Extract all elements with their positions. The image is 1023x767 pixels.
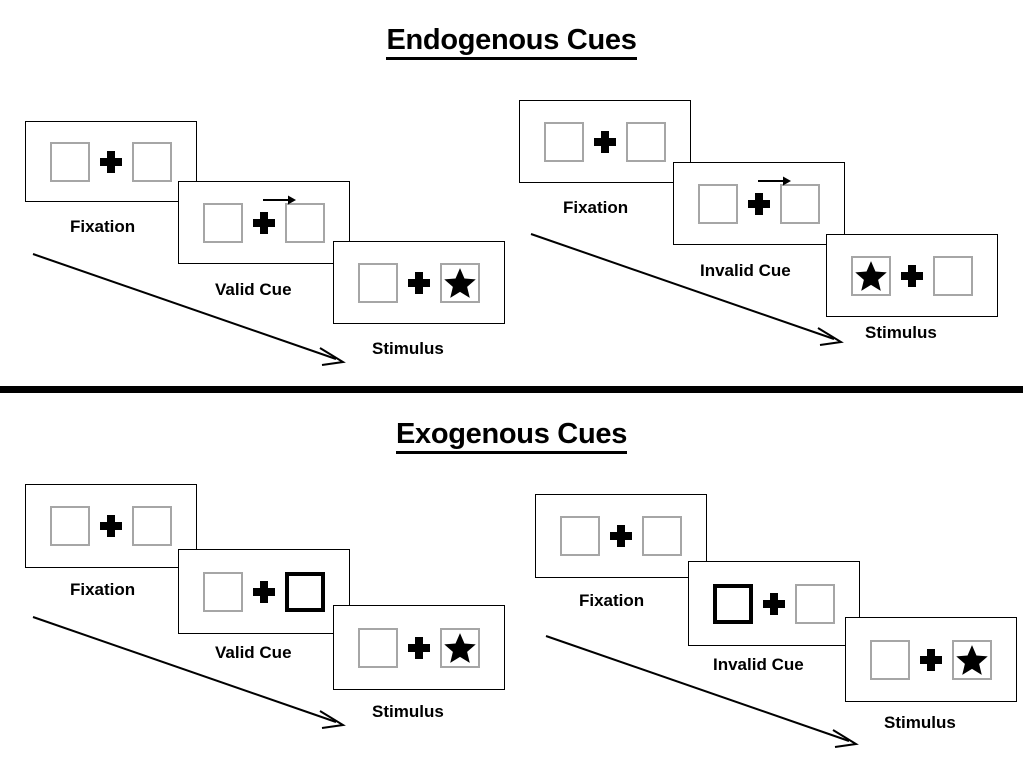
left-box <box>203 202 243 243</box>
panel-inner <box>203 195 325 243</box>
left-box <box>851 255 891 296</box>
panel-exo-valid-stimulus <box>333 605 505 690</box>
panel-inner <box>203 571 325 612</box>
right-box <box>132 506 172 546</box>
right-box-cued <box>285 571 325 612</box>
right-box <box>780 183 820 224</box>
panel-inner <box>50 506 172 546</box>
panel-inner <box>358 262 480 303</box>
left-box <box>50 506 90 546</box>
caption-endo-valid-stimulus: Stimulus <box>372 339 444 358</box>
star-icon <box>854 259 888 293</box>
left-box <box>203 571 243 612</box>
panel-exo-invalid-cue <box>688 561 860 646</box>
time-arrow-exo-right <box>543 630 863 750</box>
star-icon <box>955 643 989 677</box>
panel-inner <box>560 516 682 556</box>
fixation-cross-icon <box>406 635 432 661</box>
panel-exo-invalid-stimulus <box>845 617 1017 702</box>
fixation-cross-icon <box>406 270 432 296</box>
caption-endo-valid-cue: Valid Cue <box>215 280 292 299</box>
left-box-cued <box>713 583 753 624</box>
section-divider <box>0 386 1023 393</box>
left-box <box>50 141 90 182</box>
section-title-endogenous-text: Endogenous Cues <box>386 24 637 60</box>
left-box <box>358 627 398 668</box>
panel-endo-valid-cue <box>178 181 350 264</box>
left-box <box>698 183 738 224</box>
panel-inner <box>698 176 820 224</box>
panel-endo-invalid-cue <box>673 162 845 245</box>
caption-endo-invalid-cue: Invalid Cue <box>700 261 791 280</box>
left-box <box>560 516 600 556</box>
caption-exo-invalid-stimulus: Stimulus <box>884 713 956 732</box>
section-title-endogenous: Endogenous Cues <box>0 24 1023 60</box>
caption-exo-invalid-fixation: Fixation <box>579 591 645 610</box>
time-arrow-endo-left <box>30 248 350 368</box>
panel-inner <box>358 627 480 668</box>
right-box <box>132 141 172 182</box>
panel-endo-invalid-stimulus <box>826 234 998 317</box>
panel-inner <box>50 141 172 182</box>
right-box <box>285 202 325 243</box>
panel-exo-valid-cue <box>178 549 350 634</box>
panel-inner <box>870 639 992 680</box>
right-box <box>626 121 666 162</box>
section-title-exogenous-text: Exogenous Cues <box>395 418 627 454</box>
caption-exo-invalid-cue: Invalid Cue <box>713 655 804 674</box>
panel-exo-valid-fixation <box>25 484 197 568</box>
caption-endo-valid-fixation: Fixation <box>70 217 136 236</box>
fixation-cross-icon <box>899 263 925 289</box>
panel-endo-valid-stimulus <box>333 241 505 324</box>
right-box <box>952 639 992 680</box>
fixation-cross-icon <box>98 513 124 539</box>
right-box <box>642 516 682 556</box>
fixation-cross-icon <box>761 591 787 617</box>
fixation-cross-icon <box>746 176 791 217</box>
left-box <box>870 639 910 680</box>
caption-exo-valid-stimulus: Stimulus <box>372 702 444 721</box>
star-icon <box>443 631 477 665</box>
fixation-cross-icon <box>918 647 944 673</box>
caption-endo-invalid-fixation: Fixation <box>563 198 629 217</box>
right-box <box>933 255 973 296</box>
right-box <box>795 583 835 624</box>
caption-exo-valid-fixation: Fixation <box>70 580 136 599</box>
panel-inner <box>851 255 973 296</box>
caption-endo-invalid-stimulus: Stimulus <box>865 323 937 342</box>
fixation-cross-icon <box>608 523 634 549</box>
caption-exo-valid-cue: Valid Cue <box>215 643 292 662</box>
fixation-cross-icon <box>251 579 277 605</box>
panel-exo-invalid-fixation <box>535 494 707 578</box>
right-box <box>440 627 480 668</box>
fixation-cross-icon <box>251 195 296 236</box>
section-title-exogenous: Exogenous Cues <box>0 418 1023 454</box>
panel-inner <box>713 583 835 624</box>
fixation-cross-icon <box>98 149 124 175</box>
time-arrow-endo-right <box>528 228 848 348</box>
panel-endo-invalid-fixation <box>519 100 691 183</box>
panel-inner <box>544 121 666 162</box>
left-box <box>544 121 584 162</box>
right-box <box>440 262 480 303</box>
star-icon <box>443 266 477 300</box>
fixation-cross-icon <box>592 129 618 155</box>
left-box <box>358 262 398 303</box>
panel-endo-valid-fixation <box>25 121 197 202</box>
